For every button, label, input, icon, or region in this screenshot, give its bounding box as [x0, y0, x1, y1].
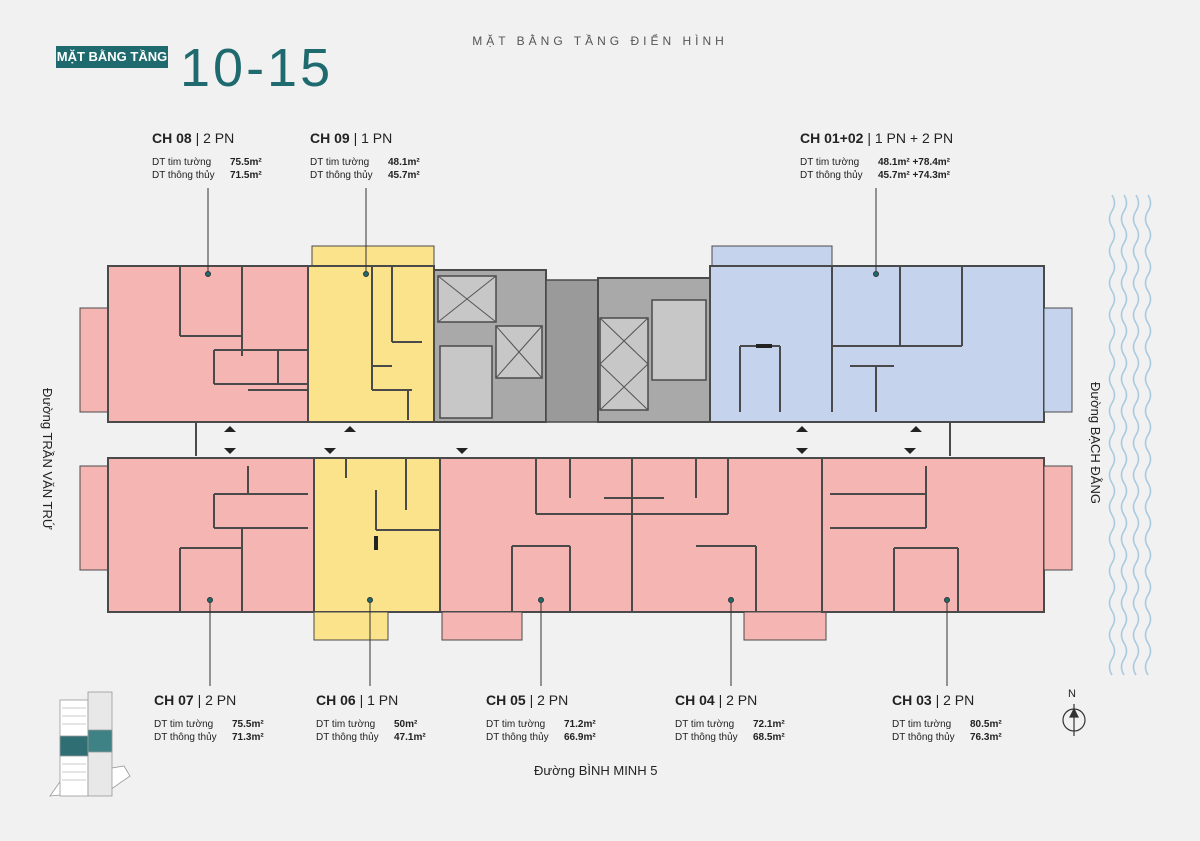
- net-area-value: 76.3m²: [970, 732, 1002, 743]
- unit-info-ch06: CH 06 | 1 PN DT tim tường 50m² DT thông t…: [316, 692, 426, 744]
- net-area-label: DT thông thủy: [892, 732, 955, 743]
- unit-code: CH 06: [316, 692, 356, 708]
- net-area-label: DT thông thủy: [152, 170, 215, 181]
- net-area-label: DT thông thủy: [316, 732, 379, 743]
- wall-area-label: DT tim tường: [152, 157, 212, 168]
- floor-plan-badge: MẶT BẰNG TẦNG: [56, 46, 168, 68]
- wall-area-value: 48.1m² +78.4m²: [878, 157, 950, 168]
- wall-area-label: DT tim tường: [154, 719, 214, 730]
- floor-range-title: 10-15: [180, 38, 334, 98]
- net-area-value: 71.5m²: [230, 170, 262, 181]
- unit-ch0102-area: [709, 245, 1073, 423]
- wall-area-value: 80.5m²: [970, 719, 1002, 730]
- unit-info-ch04: CH 04 | 2 PN DT tim tường 72.1m² DT thông…: [675, 692, 785, 744]
- unit-code: CH 07: [154, 692, 194, 708]
- unit-separator: |: [931, 692, 944, 708]
- unit-ch05-area: [439, 457, 633, 641]
- net-area-label: DT thông thủy: [154, 732, 217, 743]
- unit-type: 1 PN: [361, 130, 393, 146]
- core-top: [433, 269, 711, 423]
- unit-separator: |: [355, 692, 368, 708]
- wall-area-label: DT tim tường: [486, 719, 546, 730]
- unit-code: CH 09: [310, 130, 350, 146]
- unit-info-ch05: CH 05 | 2 PN DT tim tường 71.2m² DT thông…: [486, 692, 596, 744]
- net-area-value: 45.7m² +74.3m²: [878, 170, 950, 181]
- wall-area-value: 72.1m²: [753, 719, 785, 730]
- net-area-value: 47.1m²: [394, 732, 426, 743]
- wall-area-value: 48.1m²: [388, 157, 420, 168]
- unit-separator: |: [863, 130, 875, 146]
- unit-ch04-area: [631, 457, 827, 641]
- unit-separator: |: [349, 130, 362, 146]
- net-area-value: 68.5m²: [753, 732, 785, 743]
- unit-separator: |: [193, 692, 206, 708]
- wall-area-value: 75.5m²: [230, 157, 262, 168]
- unit-info-ch08: CH 08 | 2 PN DT tim tường 75.5m² DT thông…: [152, 130, 262, 182]
- wall-area-label: DT tim tường: [892, 719, 952, 730]
- page-title: MẶT BẰNG TẦNG ĐIỂN HÌNH: [472, 34, 728, 48]
- wall-area-value: 71.2m²: [564, 719, 596, 730]
- unit-type: 1 PN: [367, 692, 399, 708]
- unit-separator: |: [525, 692, 538, 708]
- net-area-value: 71.3m²: [232, 732, 264, 743]
- net-area-value: 45.7m²: [388, 170, 420, 181]
- compass-north-label: N: [1068, 688, 1076, 700]
- unit-info-ch03: CH 03 | 2 PN DT tim tường 80.5m² DT thông…: [892, 692, 1002, 744]
- wall-area-label: DT tim tường: [800, 157, 860, 168]
- street-label-west: Đường TRẦN VĂN TRỨ: [40, 388, 55, 530]
- unit-ch06-area: [313, 457, 441, 641]
- unit-type: 2 PN: [205, 692, 237, 708]
- entrance-arrows: [224, 426, 922, 454]
- net-area-value: 66.9m²: [564, 732, 596, 743]
- net-area-label: DT thông thủy: [675, 732, 738, 743]
- unit-leader-lines: [205, 188, 950, 686]
- unit-code: CH 08: [152, 130, 192, 146]
- street-label-east: Đường BẠCH ĐẰNG: [1088, 382, 1103, 504]
- unit-info-ch0102: CH 01+02 | 1 PN + 2 PN DT tim tường 48.1m…: [800, 130, 953, 182]
- building-thumbnail-icon: [49, 691, 131, 797]
- net-area-label: DT thông thủy: [800, 170, 863, 181]
- unit-code: CH 03: [892, 692, 932, 708]
- unit-info-ch07: CH 07 | 2 PN DT tim tường 75.5m² DT thông…: [154, 692, 264, 744]
- unit-type: 2 PN: [537, 692, 569, 708]
- unit-code: CH 04: [675, 692, 715, 708]
- wall-area-value: 75.5m²: [232, 719, 264, 730]
- unit-ch07-area: [79, 457, 315, 613]
- wall-area-label: DT tim tường: [675, 719, 735, 730]
- wall-area-value: 50m²: [394, 719, 418, 730]
- net-area-label: DT thông thủy: [310, 170, 373, 181]
- unit-ch03-area: [821, 457, 1073, 613]
- unit-separator: |: [714, 692, 727, 708]
- unit-code: CH 01+02: [800, 130, 864, 146]
- unit-type: 2 PN: [943, 692, 975, 708]
- unit-type: 2 PN: [726, 692, 758, 708]
- unit-ch08-area: [79, 265, 309, 423]
- river-waves: [1108, 194, 1152, 676]
- unit-info-ch09: CH 09 | 1 PN DT tim tường 48.1m² DT thông…: [310, 130, 420, 182]
- wall-area-label: DT tim tường: [316, 719, 376, 730]
- net-area-label: DT thông thủy: [486, 732, 549, 743]
- unit-code: CH 05: [486, 692, 526, 708]
- unit-type: 2 PN: [203, 130, 235, 146]
- wall-area-label: DT tim tường: [310, 157, 370, 168]
- street-label-south: Đường BÌNH MINH 5: [534, 763, 658, 778]
- unit-separator: |: [191, 130, 204, 146]
- unit-ch09-area: [307, 245, 435, 423]
- unit-type: 1 PN + 2 PN: [874, 130, 954, 146]
- compass-icon: [1062, 704, 1086, 736]
